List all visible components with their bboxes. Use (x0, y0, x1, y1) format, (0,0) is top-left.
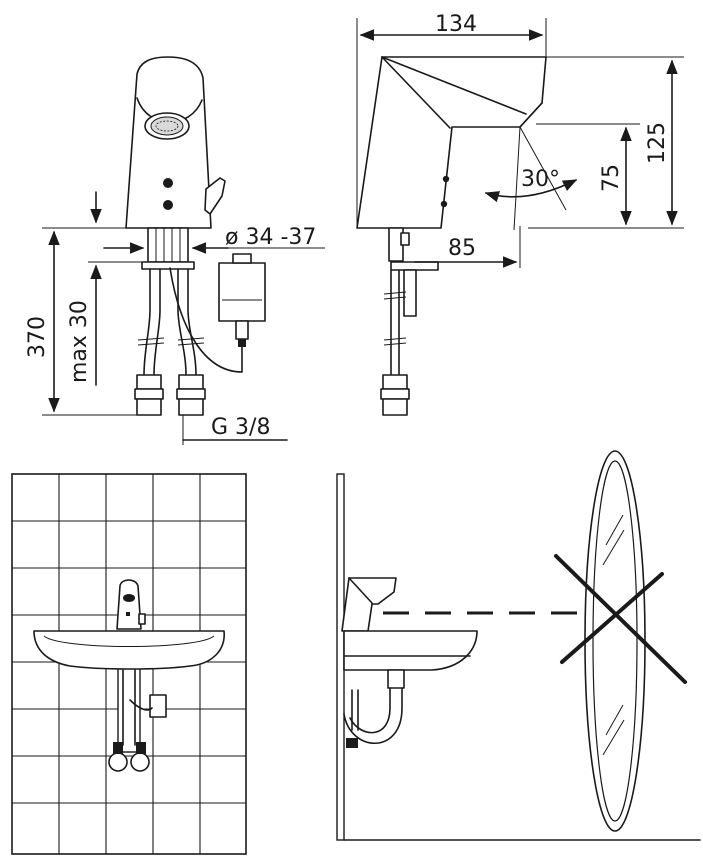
dim-total-length-label: 370 (25, 316, 50, 358)
front-view (42, 56, 325, 445)
dim-spray-height-label: 75 (599, 164, 624, 192)
side-view (356, 18, 684, 416)
dim-width-label: 134 (435, 12, 477, 37)
dim-height-label: 125 (645, 122, 670, 164)
dim-max-label: max 30 (67, 300, 92, 383)
dim-angle-label: 30° (521, 167, 560, 192)
installation-front-view (11, 473, 247, 855)
dim-thread-label: G 3/8 (211, 415, 270, 440)
dim-spout-reach-label: 85 (448, 236, 476, 261)
dim-hole-diameter-label: ø 34 -37 (225, 225, 316, 250)
installation-side-view (336, 450, 701, 841)
